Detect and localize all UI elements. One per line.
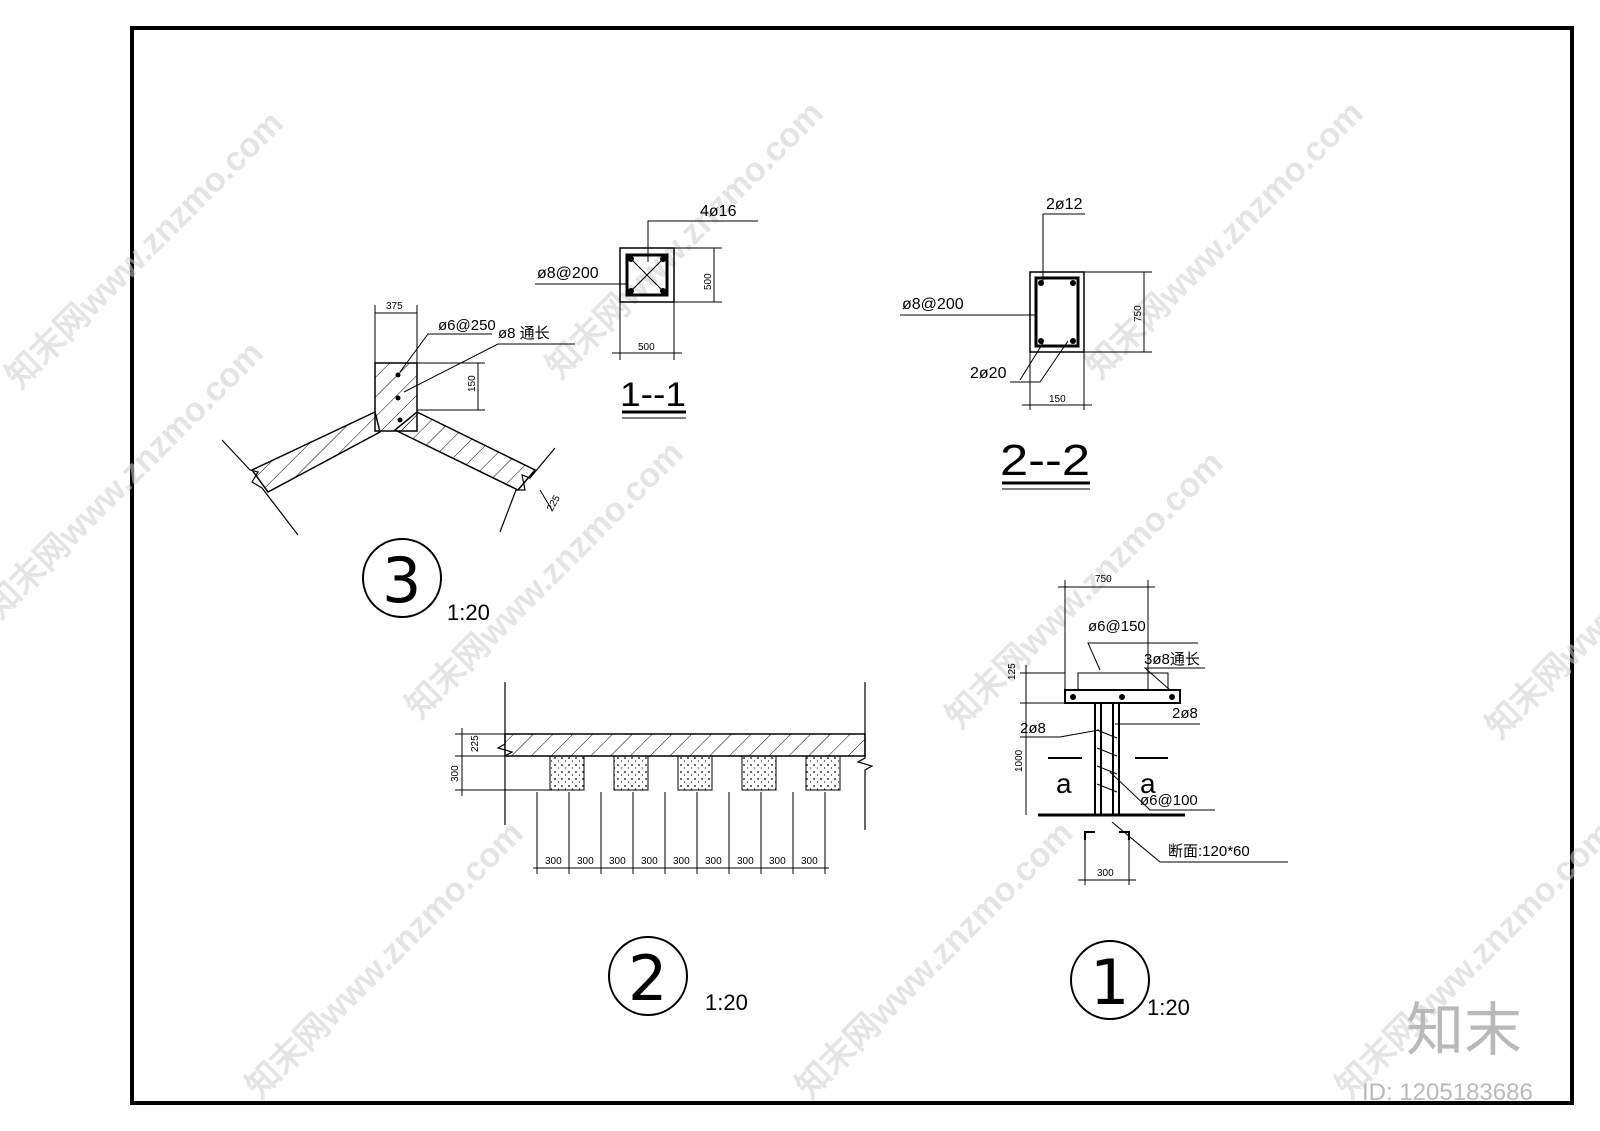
detail-marker-circle xyxy=(608,936,688,1016)
right-bar-label: 2ø8 xyxy=(1172,705,1198,722)
detail-1: 750 125 1000 300 a a ø6@150 3ø8通长 2ø8 2ø… xyxy=(1007,574,1288,1020)
section-1-1: 4ø16 ø8@200 500 500 1--1 xyxy=(535,203,758,419)
watermark-id: ID: 1205183686 xyxy=(1362,1079,1533,1106)
dim-1000: 1000 xyxy=(1014,749,1025,772)
dim-150: 150 xyxy=(467,375,478,392)
scale-label: 1:20 xyxy=(1147,995,1190,1020)
detail-2: 225 300 300 300 300 300 300 300 300 300 300 2 1:… xyxy=(450,682,874,1016)
detail-marker-circle xyxy=(1070,940,1150,1020)
watermark-text: 知末网www.znzmo.com xyxy=(789,814,1081,1106)
pier xyxy=(805,755,841,791)
stirrup-label: ø8@200 xyxy=(902,296,964,313)
pier xyxy=(741,755,777,791)
spacing-dim-label: 300 xyxy=(577,856,594,867)
left-bar-label: 2ø8 xyxy=(1020,720,1046,737)
rebar-top-label: 4ø16 xyxy=(700,203,737,220)
scale-label: 1:20 xyxy=(447,600,490,625)
section-title: 2--2 xyxy=(1000,436,1090,485)
pier xyxy=(549,755,585,791)
rebar-stirrup-label: ø6@250 xyxy=(438,317,496,334)
slab-left xyxy=(250,410,381,493)
pier xyxy=(677,755,713,791)
watermark-text: 知末网www.znzmo.com xyxy=(1479,454,1600,746)
beam-outline xyxy=(1029,271,1085,353)
break-line xyxy=(499,447,556,533)
dim-width: 150 xyxy=(1049,394,1066,405)
stirrup-label: ø8@200 xyxy=(537,265,599,282)
dim-top: 750 xyxy=(1095,574,1112,585)
scale-label: 1:20 xyxy=(705,990,748,1015)
rebar-top-label: 2ø12 xyxy=(1046,196,1083,213)
section-note: 断面:120*60 xyxy=(1168,843,1250,860)
section-title: 1--1 xyxy=(620,376,686,414)
cut-label-right: a xyxy=(1140,768,1156,799)
sheet-border xyxy=(130,26,1574,1105)
dim-375: 375 xyxy=(386,301,403,312)
watermark-text: 知末网www.znzmo.com xyxy=(399,434,691,726)
stirrup-post-label: ø6@100 xyxy=(1140,792,1198,809)
watermark-layer: 知末网www.znzmo.com 知末网www.znzmo.com 知末网www… xyxy=(0,94,1600,1106)
watermark-text: 知末网www.znzmo.com xyxy=(1079,94,1371,386)
dim-225: 225 xyxy=(545,493,563,513)
watermark-logo: 知末 xyxy=(1406,996,1522,1064)
dim-width: 500 xyxy=(638,342,655,353)
rebar-long-label: ø8 通长 xyxy=(498,325,550,342)
dim-125: 125 xyxy=(1007,663,1018,680)
pier xyxy=(613,755,649,791)
detail-marker-number: 3 xyxy=(382,544,421,617)
slab-strip xyxy=(504,733,866,757)
rebar-bottom-label: 2ø20 xyxy=(970,365,1007,382)
break-line xyxy=(221,439,299,536)
watermark-text: 知末网www.znzmo.com xyxy=(539,94,831,386)
detail-marker-circle xyxy=(362,538,442,618)
spacing-dim-label: 300 xyxy=(641,856,658,867)
slab-right xyxy=(393,411,537,491)
detail-3: 375 150 225 ø6@250 ø8 通长 3 1:20 xyxy=(221,301,575,625)
section-2-2: 2ø12 ø8@200 2ø20 750 150 2--2 xyxy=(900,196,1152,490)
spacing-dim-label: 300 xyxy=(801,856,818,867)
spacing-dim-label: 300 xyxy=(609,856,626,867)
column-outline xyxy=(619,247,675,303)
detail-marker-number: 2 xyxy=(628,942,667,1015)
dim-bottom: 300 xyxy=(1097,868,1114,879)
watermark-text: 知末网www.znzmo.com xyxy=(239,814,531,1106)
watermark-text: 知末网www.znzmo.com xyxy=(939,444,1231,736)
spacing-dimension-chain: 300 300 300 300 300 300 300 300 300 xyxy=(533,792,829,874)
detail-marker-number: 1 xyxy=(1090,946,1129,1019)
stirrup-top-label: ø6@150 xyxy=(1088,618,1146,635)
spacing-dim-label: 300 xyxy=(769,856,786,867)
spacing-dim-label: 300 xyxy=(545,856,562,867)
post xyxy=(1094,702,1120,816)
dim-height: 750 xyxy=(1133,305,1144,322)
dim-225: 225 xyxy=(470,735,481,752)
dim-300: 300 xyxy=(450,765,461,782)
dim-height: 500 xyxy=(703,273,714,290)
long-top-label: 3ø8通长 xyxy=(1144,651,1200,668)
spacing-dim-label: 300 xyxy=(737,856,754,867)
cut-label-left: a xyxy=(1056,768,1072,799)
spacing-dim-label: 300 xyxy=(705,856,722,867)
spacing-dim-label: 300 xyxy=(673,856,690,867)
